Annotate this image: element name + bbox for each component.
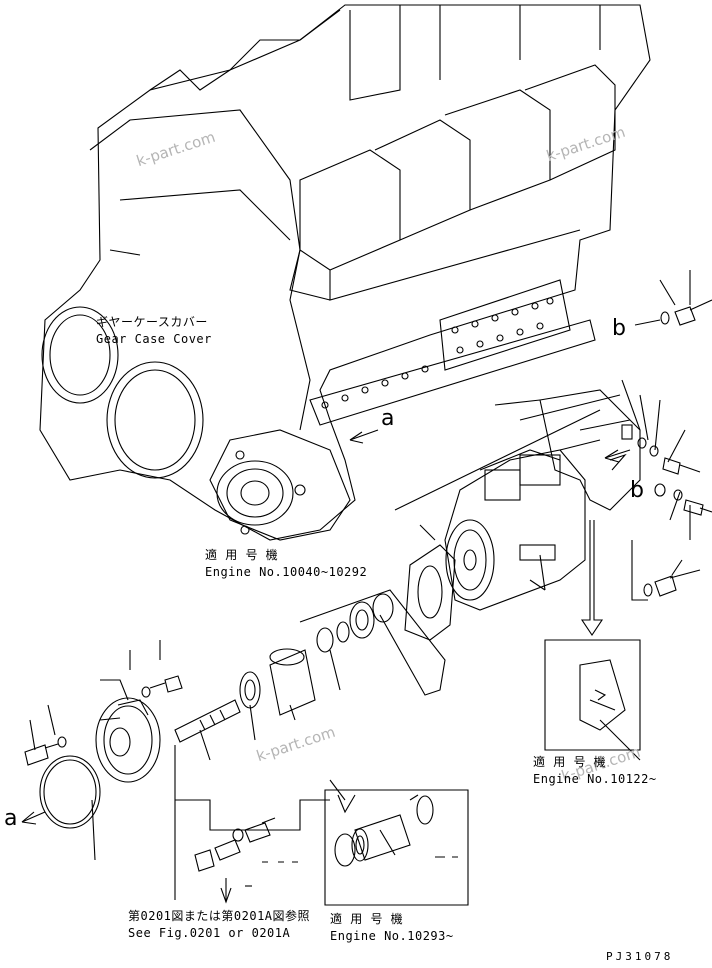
gasket	[404, 544, 456, 641]
drive-shaft	[174, 699, 241, 743]
gear-case-cover-label-jp: ギヤーケースカバー	[96, 315, 208, 329]
gear	[349, 601, 375, 639]
engine-block-outline	[39, 4, 651, 541]
applicable-engine-label-2: 適 用 号 機	[533, 755, 607, 769]
reference-a-bottom: a	[4, 806, 18, 831]
reference-b-mid: b	[630, 478, 645, 503]
engine-range-3: Engine No.10293~	[330, 929, 454, 943]
engine-range-2: Engine No.10122~	[533, 772, 657, 786]
engine-range-1: Engine No.10040~10292	[205, 565, 368, 579]
applicable-engine-label-3: 適 用 号 機	[330, 912, 404, 926]
reference-a-top: a	[381, 406, 395, 431]
pulley	[95, 697, 161, 783]
inset-box-bottom	[324, 789, 469, 906]
applicable-engine-label-1: 適 用 号 機	[205, 548, 279, 562]
inset-box-right	[544, 639, 641, 751]
see-figure-label-jp: 第0201図または第0201A図参照	[128, 909, 311, 923]
gear-case-cover-label-en: Gear Case Cover	[96, 332, 212, 346]
bracket-outline	[539, 389, 641, 511]
drawing-code: PJ31078	[606, 950, 674, 963]
see-figure-label-en: See Fig.0201 or 0201A	[128, 926, 291, 940]
reference-b-right: b	[612, 316, 627, 341]
